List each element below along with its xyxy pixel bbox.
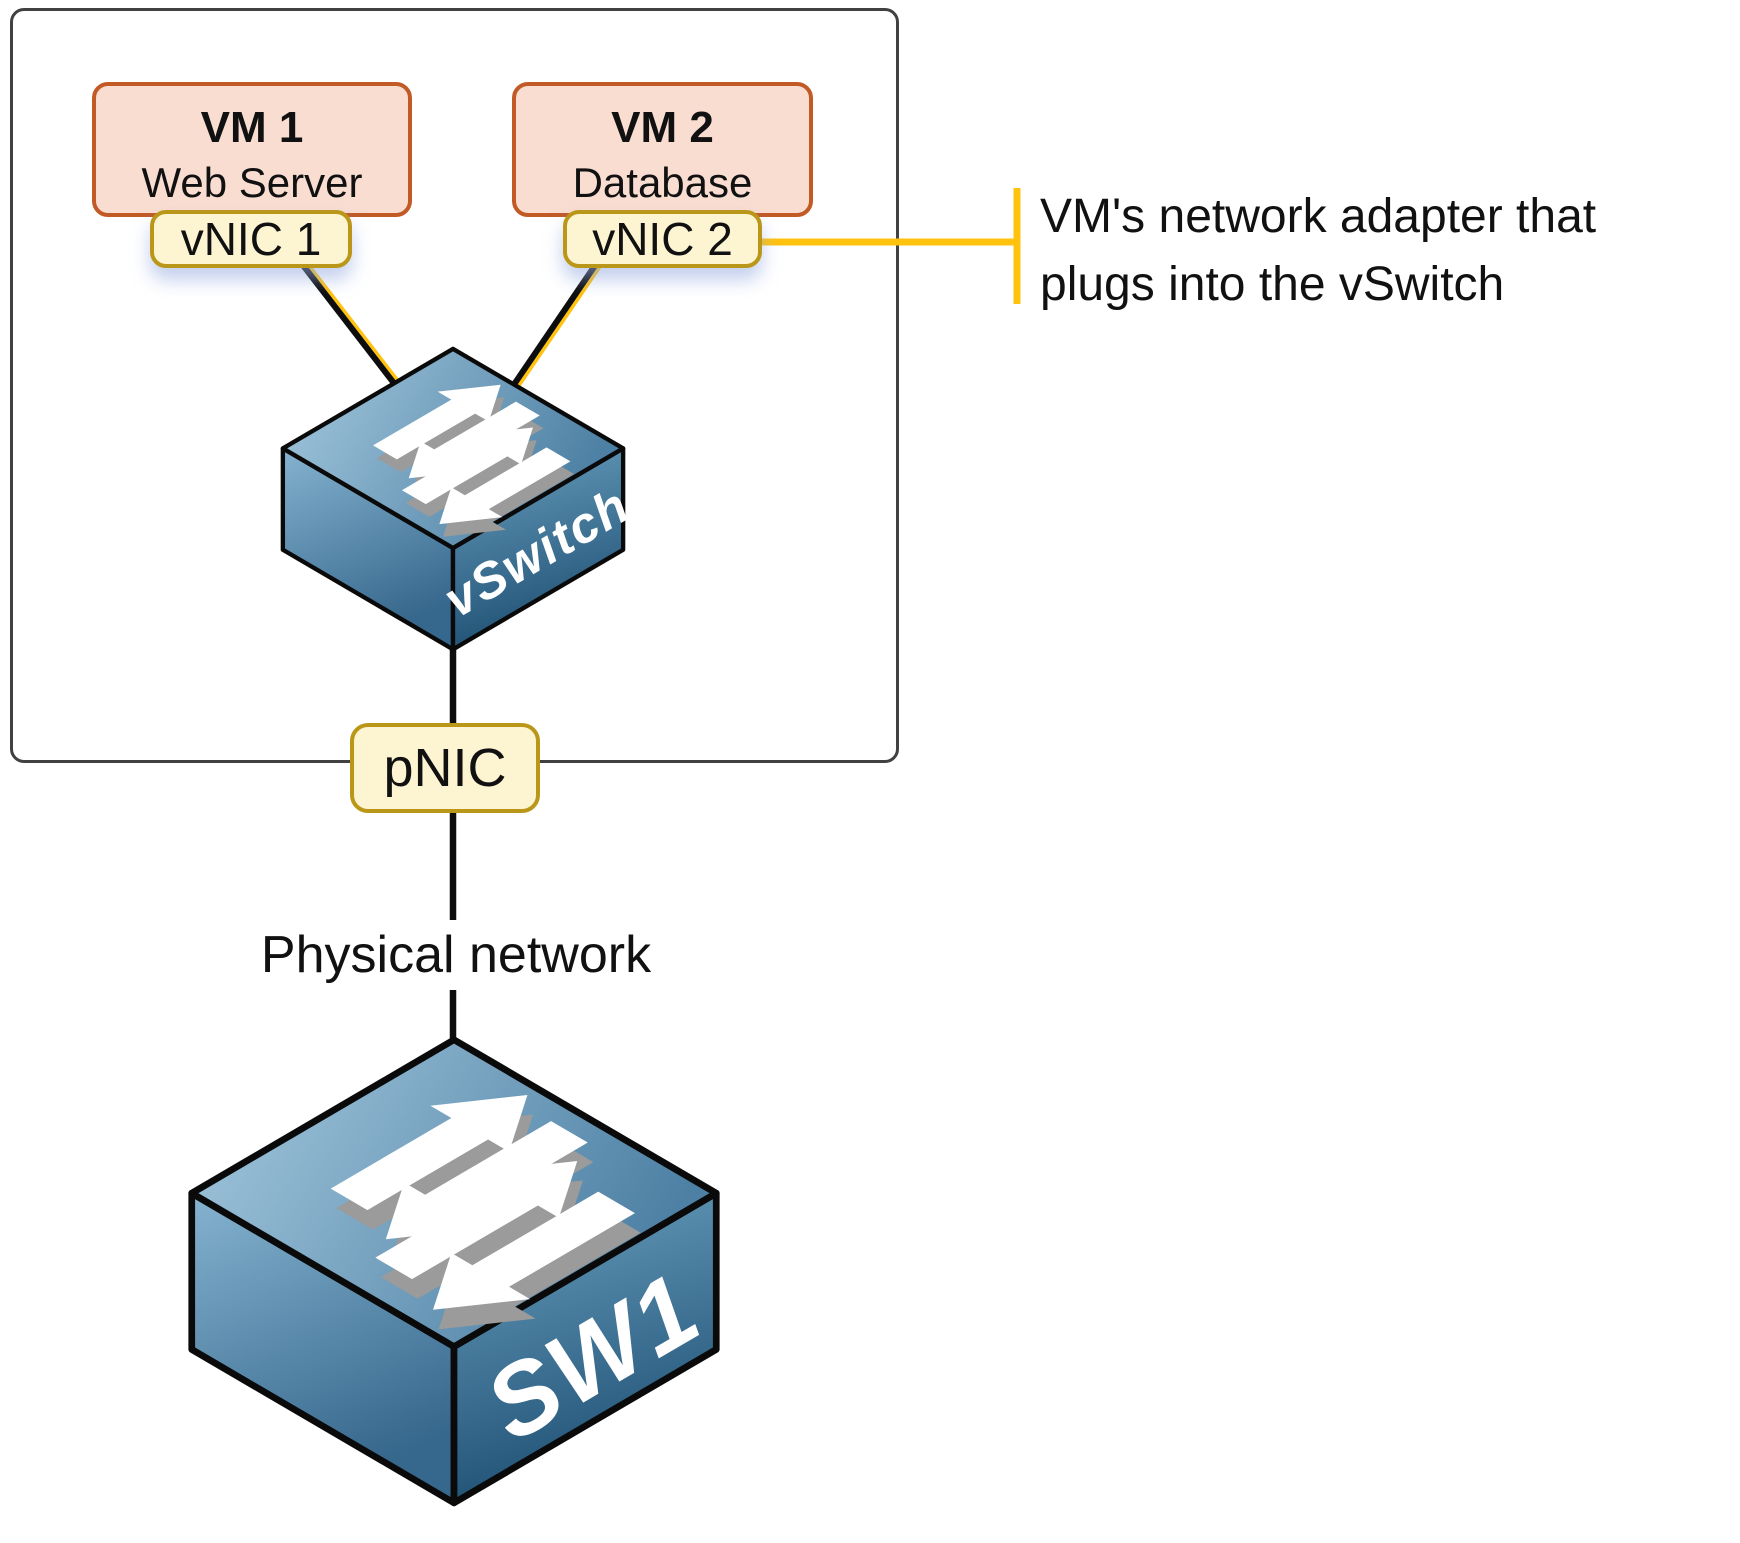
vm2-subtitle: Database xyxy=(572,158,753,206)
pnic-box: pNIC xyxy=(350,723,540,813)
pnic-label: pNIC xyxy=(383,738,507,798)
physical-network-label: Physical network xyxy=(244,924,668,988)
vnic2-box: vNIC 2 xyxy=(563,210,762,268)
vnic2-label: vNIC 2 xyxy=(592,213,733,265)
vm2-box: VM 2 Database xyxy=(512,82,813,217)
vnic1-label: vNIC 1 xyxy=(180,213,322,265)
callout-connector xyxy=(758,188,1021,304)
callout-annotation-line2: plugs into the vSwitch xyxy=(1040,258,1505,311)
vm1-subtitle: Web Server xyxy=(141,158,363,206)
vnic1-box: vNIC 1 xyxy=(150,210,352,268)
traffic-arrows-icon xyxy=(330,1094,635,1310)
vm1-title: VM 1 xyxy=(200,102,304,152)
vm2-title: VM 2 xyxy=(611,102,714,152)
callout-annotation-line1: VM's network adapter that xyxy=(1040,190,1597,243)
vswitch-icon: vSwitch xyxy=(280,346,639,652)
callout-annotation: VM's network adapter that plugs into the… xyxy=(1040,183,1740,319)
traffic-arrows-icon xyxy=(373,384,571,525)
vm1-box: VM 1 Web Server xyxy=(92,82,412,217)
physical-switch-icon: SW1 xyxy=(188,1036,720,1507)
